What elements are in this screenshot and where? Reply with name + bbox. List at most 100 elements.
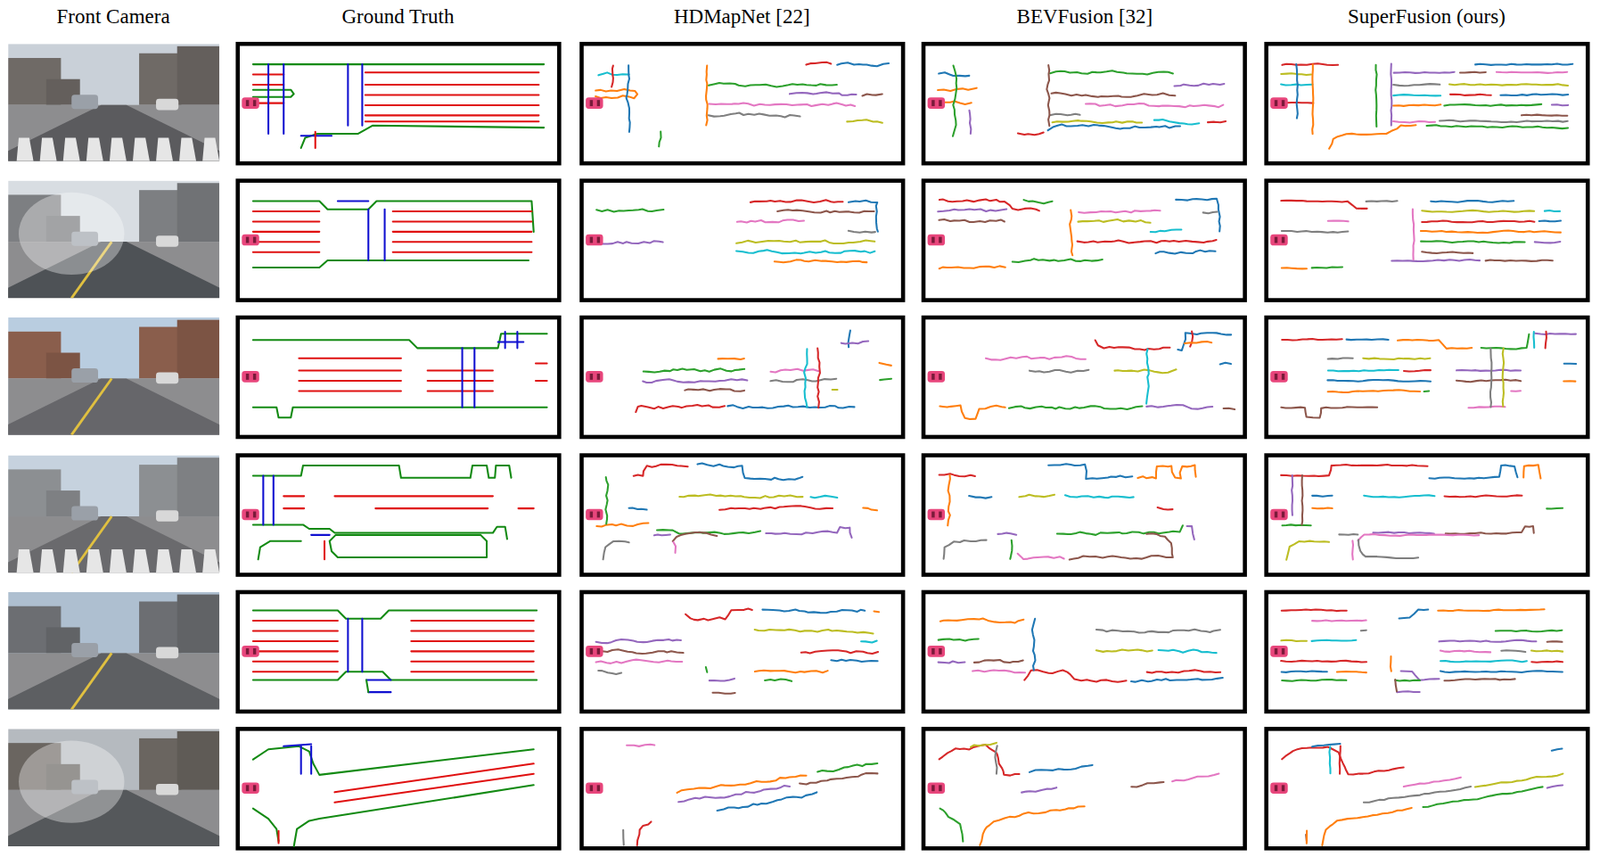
map-line bbox=[367, 209, 370, 261]
column-header: Ground Truth bbox=[342, 5, 455, 29]
map-line bbox=[311, 533, 330, 536]
map-line bbox=[658, 131, 661, 148]
map-line bbox=[1440, 650, 1491, 653]
map-line bbox=[1421, 210, 1535, 213]
ego-car bbox=[927, 645, 945, 657]
map-line bbox=[427, 379, 493, 382]
map-panel bbox=[923, 455, 1246, 575]
map-line bbox=[1456, 379, 1521, 382]
map-line bbox=[253, 640, 338, 642]
map-line bbox=[938, 638, 979, 640]
map-line bbox=[1394, 679, 1397, 691]
map-line bbox=[939, 744, 1020, 776]
map-line bbox=[1012, 258, 1103, 263]
map-line bbox=[805, 62, 831, 66]
map-line bbox=[1048, 463, 1133, 479]
map-line bbox=[283, 507, 304, 509]
map-line bbox=[841, 341, 869, 345]
map-line bbox=[765, 526, 852, 538]
map-line bbox=[1281, 338, 1343, 341]
map-line bbox=[1502, 348, 1504, 407]
map-line bbox=[1281, 523, 1311, 526]
map-line bbox=[1444, 678, 1515, 681]
map-line bbox=[504, 331, 507, 348]
map-line bbox=[368, 690, 391, 693]
map-line bbox=[1440, 670, 1563, 673]
ego-car bbox=[241, 508, 259, 521]
map-line bbox=[253, 210, 320, 213]
map-line bbox=[1280, 406, 1378, 418]
map-line bbox=[1052, 120, 1143, 124]
map-line bbox=[1396, 689, 1420, 693]
map-line bbox=[393, 210, 533, 213]
map-line bbox=[1532, 331, 1535, 348]
map-panel bbox=[923, 180, 1246, 301]
ego-car bbox=[927, 370, 945, 383]
map-line bbox=[1328, 357, 1354, 359]
map-line bbox=[1551, 748, 1563, 751]
map-line bbox=[810, 495, 837, 498]
map-line bbox=[862, 508, 878, 511]
map-line bbox=[1177, 332, 1231, 351]
map-line bbox=[672, 532, 718, 542]
map-line bbox=[1147, 669, 1221, 673]
map-line bbox=[1366, 199, 1398, 203]
map-line bbox=[1281, 230, 1348, 233]
map-line bbox=[1424, 389, 1429, 393]
map-panel bbox=[237, 728, 560, 848]
map-line bbox=[253, 251, 320, 254]
map-line bbox=[393, 220, 533, 222]
ego-car bbox=[241, 370, 259, 383]
map-line bbox=[1394, 72, 1455, 74]
map-line bbox=[1155, 250, 1215, 255]
map-line bbox=[1427, 124, 1569, 129]
map-line bbox=[1050, 114, 1081, 116]
map-line bbox=[713, 692, 736, 694]
ego-car bbox=[927, 508, 945, 521]
map-line bbox=[298, 389, 401, 392]
map-line bbox=[334, 773, 534, 803]
map-line bbox=[937, 208, 1007, 212]
map-line bbox=[393, 251, 533, 254]
map-line bbox=[1187, 525, 1195, 540]
map-line bbox=[361, 64, 363, 126]
map-line bbox=[736, 240, 875, 245]
map-line bbox=[1510, 389, 1521, 392]
ego-car bbox=[927, 97, 945, 109]
map-panel bbox=[923, 317, 1246, 437]
map-line bbox=[1421, 221, 1535, 223]
ego-car bbox=[241, 645, 259, 657]
map-line bbox=[1078, 210, 1160, 214]
map-line bbox=[410, 619, 534, 622]
map-line bbox=[1220, 362, 1231, 365]
map-line bbox=[1450, 94, 1492, 96]
map-line bbox=[1339, 746, 1341, 774]
map-line bbox=[939, 405, 1005, 419]
map-line bbox=[1096, 649, 1153, 652]
map-line bbox=[672, 541, 676, 553]
map-line bbox=[679, 493, 803, 498]
map-line bbox=[1032, 618, 1036, 671]
map-line bbox=[1184, 341, 1212, 344]
map-line bbox=[879, 378, 892, 380]
map-line bbox=[535, 362, 548, 365]
map-line bbox=[1050, 70, 1174, 74]
map-line bbox=[626, 744, 655, 747]
map-line bbox=[1430, 200, 1514, 203]
map-line bbox=[754, 670, 829, 673]
map-line bbox=[974, 659, 1024, 663]
map-line bbox=[1281, 679, 1346, 682]
map-panel bbox=[582, 180, 904, 301]
map-line bbox=[801, 649, 878, 654]
map-panel bbox=[923, 728, 1246, 848]
map-line bbox=[393, 240, 533, 243]
map-line bbox=[1420, 229, 1561, 233]
map-line bbox=[1361, 629, 1367, 632]
map-line bbox=[1531, 661, 1563, 663]
map-line bbox=[799, 772, 878, 785]
map-line bbox=[1321, 807, 1412, 846]
map-line bbox=[1085, 103, 1223, 107]
map-line bbox=[940, 808, 964, 842]
map-line bbox=[535, 379, 548, 382]
map-line bbox=[1394, 679, 1420, 682]
